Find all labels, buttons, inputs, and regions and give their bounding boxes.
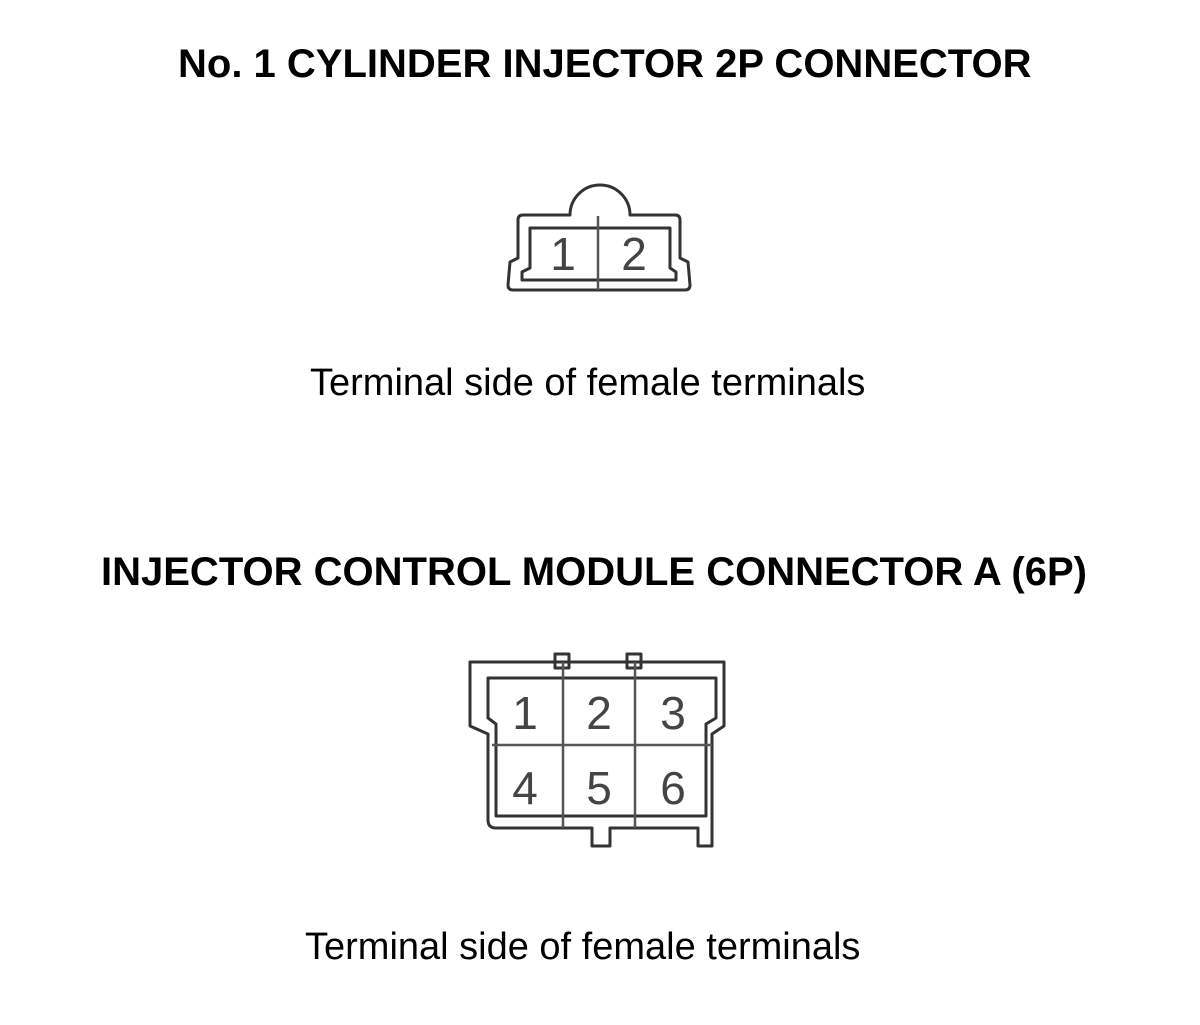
pin-label: 2 [621,228,647,280]
connector-6p-housing [468,660,726,848]
connector-2p-diagram: 1 2 [506,183,692,292]
connector-6p-frame [486,676,718,818]
pin-label: 6 [660,762,686,814]
pin-label: 5 [586,762,612,814]
connector-6p-title: INJECTOR CONTROL MODULE CONNECTOR A (6P) [101,550,1087,594]
connector-2p-title: No. 1 CYLINDER INJECTOR 2P CONNECTOR [178,42,1032,86]
connector-6p-diagram: 1 2 3 4 5 6 [468,652,726,848]
pin-label: 4 [512,762,538,814]
pin-label: 1 [512,687,538,739]
connector-6p-caption: Terminal side of female terminals [305,926,861,968]
connector-2p-housing [506,183,692,292]
connector-2p-cavity [520,226,678,282]
connector-2p-caption: Terminal side of female terminals [310,362,866,404]
pin-label: 1 [550,228,576,280]
pin-label: 3 [660,687,686,739]
pin-label: 2 [586,687,612,739]
